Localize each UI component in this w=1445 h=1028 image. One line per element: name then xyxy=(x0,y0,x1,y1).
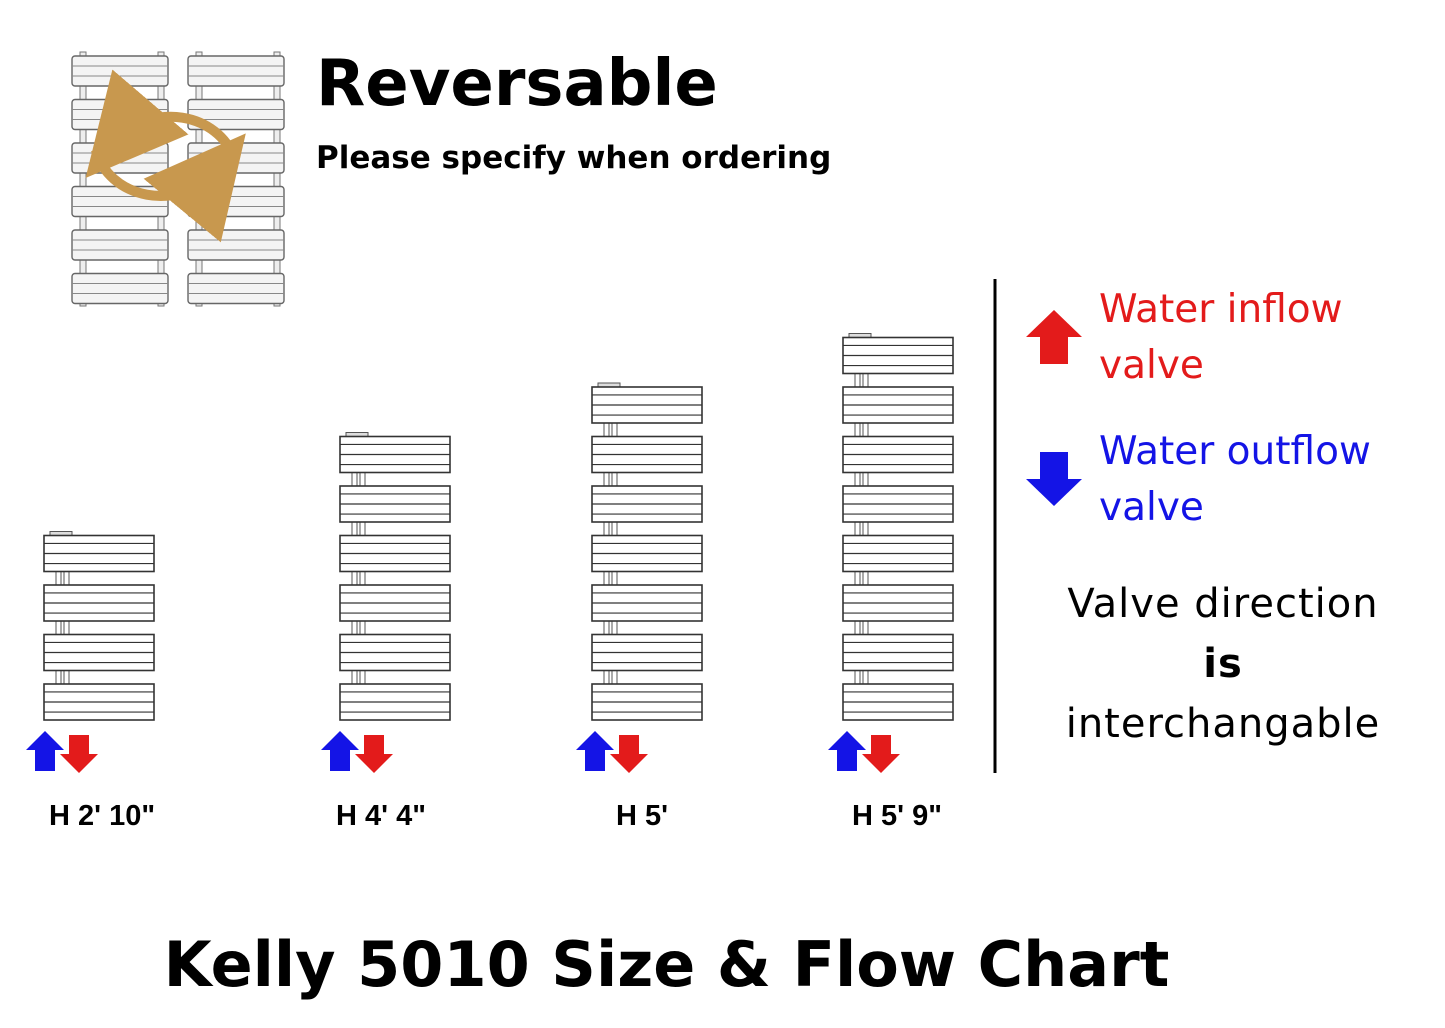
reversible-radiator-icon xyxy=(71,51,285,307)
radiator-bar-group xyxy=(842,386,954,424)
note-line2: is xyxy=(1203,641,1243,687)
radiator-bar-group xyxy=(339,584,451,622)
radiator-bar-group xyxy=(591,633,703,672)
radiator-bar-group xyxy=(43,633,155,672)
inflow-legend-label: Water inflow valve xyxy=(1099,282,1343,394)
radiator-2 xyxy=(321,432,451,773)
radiator-1 xyxy=(26,531,155,773)
radiator-bar-group xyxy=(339,435,451,474)
outflow-valve-arrow-icon xyxy=(610,735,648,773)
inflow-label-line2: valve xyxy=(1099,343,1204,388)
radiator-bar-group xyxy=(842,633,954,672)
size-label-1: H 2' 10" xyxy=(49,800,156,832)
radiator-bar-group xyxy=(339,485,451,523)
radiator-4 xyxy=(828,333,954,773)
valve-direction-note: Valve direction is interchangable xyxy=(1040,574,1406,754)
radiator-bar-group xyxy=(591,534,703,573)
radiator-bar-group xyxy=(43,683,155,721)
radiator-size-diagrams xyxy=(26,333,954,773)
inflow-valve-arrow-icon xyxy=(828,731,866,771)
outflow-label-line1: Water outflow xyxy=(1099,429,1371,474)
reversible-subtitle: Please specify when ordering xyxy=(316,140,832,176)
note-line1: Valve direction xyxy=(1067,581,1379,627)
radiator-bar-group xyxy=(842,534,954,573)
radiator-bar-group xyxy=(591,485,703,523)
radiator-3 xyxy=(576,382,703,773)
outflow-label-line2: valve xyxy=(1099,485,1204,530)
outflow-legend-label: Water outflow valve xyxy=(1099,424,1371,536)
inflow-valve-arrow-icon xyxy=(576,731,614,771)
inflow-arrow-icon xyxy=(1026,310,1082,364)
radiator-bar-group xyxy=(591,584,703,622)
radiator-bar-group xyxy=(339,534,451,573)
radiator-bar-group xyxy=(43,584,155,622)
inflow-valve-arrow-icon xyxy=(26,731,64,771)
reversible-title: Reversable xyxy=(316,47,718,121)
size-label-4: H 5' 9" xyxy=(852,800,942,832)
radiator-bar-group xyxy=(339,633,451,672)
inflow-label-line1: Water inflow xyxy=(1099,287,1343,332)
rotate-arrow-icon xyxy=(91,133,246,243)
radiator-bar-group xyxy=(842,336,954,375)
radiator-pipe xyxy=(359,432,366,721)
radiator-bar-group xyxy=(591,435,703,474)
chart-footer-title: Kelly 5010 Size & Flow Chart xyxy=(163,928,1170,1001)
note-line3: interchangable xyxy=(1065,701,1381,747)
radiator-bar-group xyxy=(339,683,451,721)
size-label-2: H 4' 4" xyxy=(336,800,426,832)
radiator-bar-group xyxy=(43,534,155,573)
radiator-bar-group xyxy=(842,485,954,523)
inflow-valve-arrow-icon xyxy=(321,731,359,771)
radiator-bar-group xyxy=(842,683,954,721)
radiator-bar-group xyxy=(842,584,954,622)
size-label-3: H 5' xyxy=(616,800,669,832)
radiator-bar-group xyxy=(591,683,703,721)
outflow-valve-arrow-icon xyxy=(355,735,393,773)
radiator-bar-group xyxy=(591,386,703,424)
radiator-pipe xyxy=(351,432,358,721)
radiator-bar-group xyxy=(842,435,954,474)
outflow-valve-arrow-icon xyxy=(862,735,900,773)
outflow-arrow-icon xyxy=(1026,452,1082,506)
outflow-valve-arrow-icon xyxy=(60,735,98,773)
